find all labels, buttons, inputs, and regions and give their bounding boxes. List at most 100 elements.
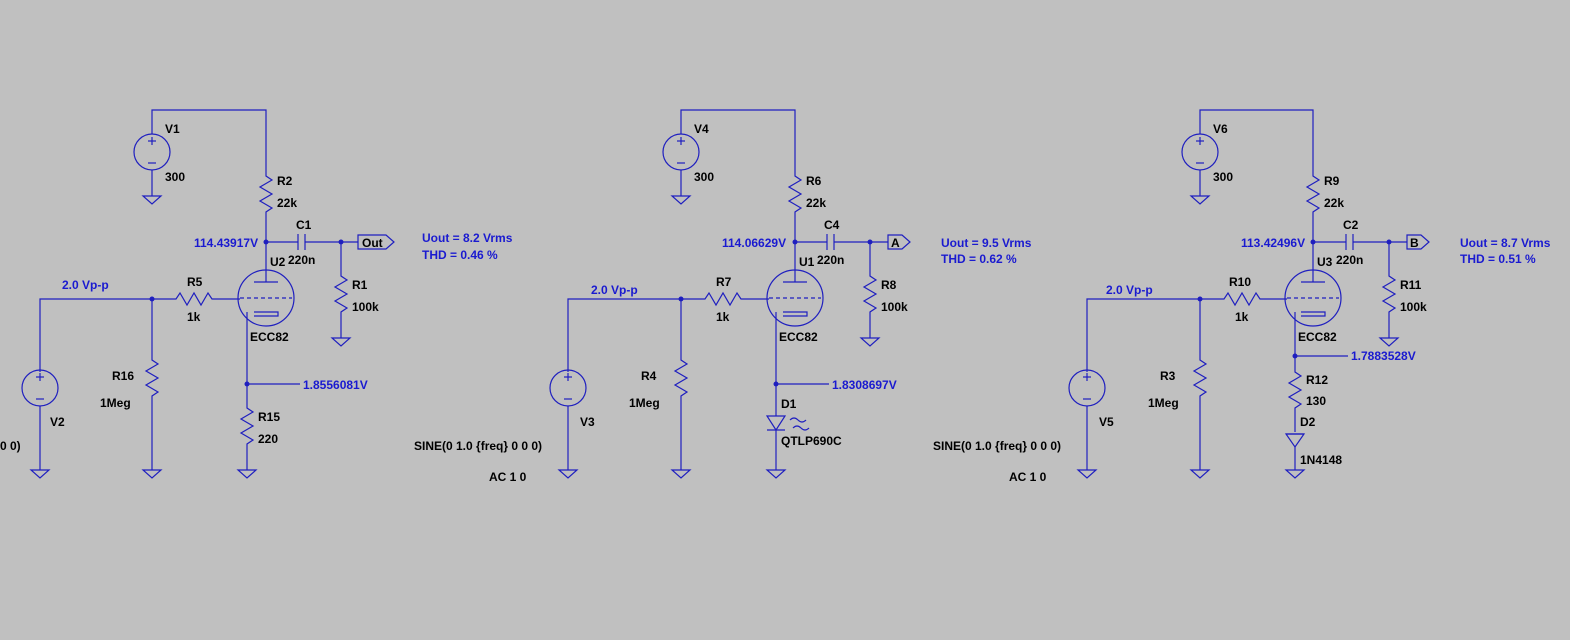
load-name: R11 (1400, 278, 1422, 292)
plate-voltage: 114.43917V (194, 236, 258, 250)
result-thd: THD = 0.46 % (422, 248, 498, 262)
input-res-value: 1Meg (100, 396, 131, 410)
input-amplitude: 2.0 Vp-p (62, 278, 109, 292)
voltage-source-icon[interactable] (549, 369, 587, 407)
cathode-voltage: 1.7883528V (1351, 349, 1416, 363)
tube-model: ECC82 (779, 330, 818, 344)
input-res-value: 1Meg (629, 396, 660, 410)
result-uout: Uout = 8.2 Vrms (422, 231, 513, 245)
load-name: R1 (352, 278, 368, 292)
source-sine: SINE(0 1.0 {freq} 0 0 0) (414, 439, 542, 453)
triode-tube-icon[interactable] (766, 242, 824, 384)
resistor-icon[interactable] (1287, 356, 1303, 432)
cap-value: 220n (288, 253, 315, 267)
cathode-res-value: 220 (258, 432, 278, 446)
diode-model: QTLP690C (781, 434, 842, 448)
grid-res-value: 1k (187, 310, 201, 324)
port-flag-icon[interactable]: Out (357, 234, 395, 250)
cap-value: 220n (817, 253, 844, 267)
result-thd: THD = 0.62 % (941, 252, 1017, 266)
resistor-icon[interactable] (258, 172, 274, 242)
plate-res-value: 22k (277, 196, 297, 210)
supply-value: 300 (1213, 170, 1233, 184)
resistor-icon[interactable] (862, 242, 878, 338)
resistor-icon[interactable] (1305, 172, 1321, 242)
input-res-name: R4 (641, 369, 657, 383)
resistor-icon[interactable] (152, 291, 240, 307)
voltage-source-icon[interactable] (662, 133, 700, 171)
voltage-source-icon[interactable] (1181, 133, 1219, 171)
triode-tube-icon[interactable] (237, 242, 295, 384)
ground-icon (670, 469, 692, 479)
source-name: V5 (1099, 415, 1114, 429)
capacitor-icon[interactable] (826, 234, 835, 250)
plate-voltage: 113.42496V (1241, 236, 1305, 250)
plate-res-name: R9 (1324, 174, 1340, 188)
voltage-source-icon[interactable] (1068, 369, 1106, 407)
input-res-value: 1Meg (1148, 396, 1179, 410)
ground-icon (236, 469, 258, 479)
cathode-res-name: R12 (1306, 373, 1328, 387)
result-uout: Uout = 9.5 Vrms (941, 236, 1032, 250)
resistor-icon[interactable] (1200, 291, 1287, 307)
ground-icon (330, 337, 352, 347)
ground-icon (765, 469, 787, 479)
input-res-name: R3 (1160, 369, 1176, 383)
out-flag-label: A (891, 236, 900, 250)
ground-icon (859, 337, 881, 347)
out-flag-label: B (1410, 236, 1419, 250)
supply-value: 300 (165, 170, 185, 184)
tube-model: ECC82 (250, 330, 289, 344)
diode-icon[interactable] (1284, 433, 1306, 470)
resistor-icon[interactable] (144, 299, 160, 470)
diode-model: 1N4148 (1300, 453, 1342, 467)
grid-res-name: R5 (187, 275, 203, 289)
ground-icon (1189, 469, 1211, 479)
ground-icon (29, 469, 51, 479)
cathode-res-value: 130 (1306, 394, 1326, 408)
grid-res-value: 1k (1235, 310, 1249, 324)
triode-tube-icon[interactable] (1284, 242, 1342, 356)
resistor-icon[interactable] (1192, 299, 1208, 470)
plate-res-value: 22k (1324, 196, 1344, 210)
plate-res-name: R2 (277, 174, 293, 188)
stage-2: V4 300 R6 22k 114.06629V C4 220n A R8 10… (414, 109, 1032, 484)
result-thd: THD = 0.51 % (1460, 252, 1536, 266)
resistor-icon[interactable] (673, 299, 689, 470)
capacitor-icon[interactable] (297, 234, 306, 250)
stage-3: V6 300 R9 22k 113.42496V C2 220n B R11 1… (933, 109, 1551, 484)
ground-icon (1189, 195, 1211, 205)
capacitor-icon[interactable] (1345, 234, 1354, 250)
plate-res-value: 22k (806, 196, 826, 210)
ground-icon (557, 469, 579, 479)
source-name: V2 (50, 415, 65, 429)
tube-name: U2 (270, 255, 286, 269)
ground-icon (1378, 337, 1400, 347)
ground-icon (141, 195, 163, 205)
port-flag-icon[interactable]: B (1406, 234, 1430, 250)
resistor-icon[interactable] (1381, 242, 1397, 338)
load-value: 100k (1400, 300, 1427, 314)
voltage-source-icon[interactable] (21, 369, 59, 407)
cap-name: C2 (1343, 218, 1359, 232)
cathode-res-name: R15 (258, 410, 280, 424)
cap-name: C4 (824, 218, 840, 232)
resistor-icon[interactable] (787, 172, 803, 242)
resistor-icon[interactable] (333, 242, 349, 338)
input-amplitude: 2.0 Vp-p (591, 283, 638, 297)
port-flag-icon[interactable]: A (887, 234, 911, 250)
load-name: R8 (881, 278, 897, 292)
input-amplitude: 2.0 Vp-p (1106, 283, 1153, 297)
resistor-icon[interactable] (681, 291, 769, 307)
supply-value: 300 (694, 170, 714, 184)
source-ac: AC 1 0 (1009, 470, 1047, 484)
resistor-icon[interactable] (239, 384, 255, 470)
cathode-voltage: 1.8308697V (832, 378, 897, 392)
led-icon[interactable] (765, 384, 810, 470)
plate-voltage: 114.06629V (722, 236, 786, 250)
source-spec: 0 0) (0, 439, 21, 453)
ground-icon (141, 469, 163, 479)
cap-name: C1 (296, 218, 312, 232)
voltage-source-icon[interactable] (133, 133, 171, 171)
